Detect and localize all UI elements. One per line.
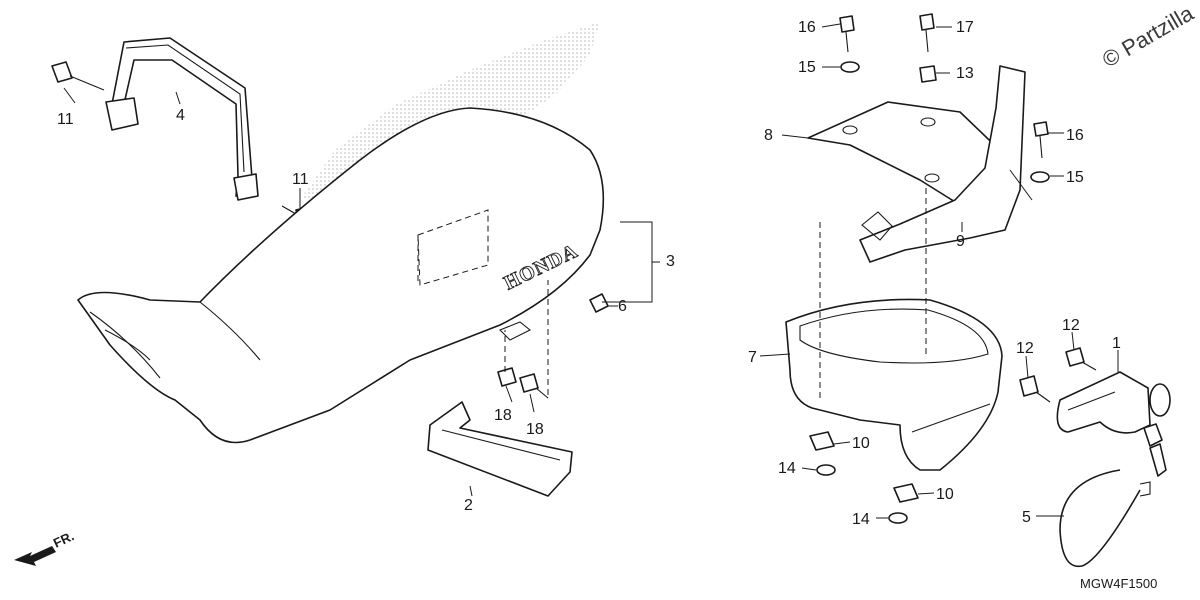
callout-2: 2	[464, 497, 473, 514]
washer-15-top[interactable]	[840, 61, 860, 73]
callout-12-right: 12	[1062, 317, 1080, 334]
washer-15-right[interactable]	[1030, 171, 1050, 183]
key	[1143, 423, 1163, 447]
callout-11-left: 11	[57, 111, 74, 128]
seat-bracket[interactable]	[427, 401, 573, 497]
nut-10-upper[interactable]	[809, 431, 835, 451]
watermark: © Partzilla	[1098, 0, 1198, 72]
bolt-18-right[interactable]	[519, 280, 549, 399]
plate-hole	[920, 117, 936, 127]
key	[1149, 443, 1167, 477]
front-direction-label: FR.	[51, 528, 76, 550]
seat-bag[interactable]	[785, 188, 1003, 471]
callout-15-top: 15	[798, 59, 816, 76]
nut-10-lower[interactable]	[893, 483, 919, 503]
callout-6: 6	[618, 298, 627, 315]
callout-3: 3	[666, 253, 675, 270]
seat[interactable]	[77, 107, 605, 444]
bolt-16-top[interactable]	[839, 15, 855, 53]
callout-18-left: 18	[494, 407, 512, 424]
diagram-code: MGW4F1500	[1080, 576, 1157, 591]
callout-12-left: 12	[1016, 340, 1034, 357]
callout-13: 13	[956, 65, 974, 82]
lock-knob	[1149, 383, 1171, 417]
bolt-11-left[interactable]	[51, 61, 105, 91]
bolt-12-left[interactable]	[1019, 375, 1051, 403]
callout-1: 1	[1112, 335, 1121, 352]
bolt-18-left[interactable]	[497, 330, 517, 387]
strap[interactable]	[859, 65, 1026, 263]
bolt-12-right[interactable]	[1065, 347, 1097, 371]
bolt-17[interactable]	[919, 13, 935, 53]
callout-17: 17	[956, 19, 974, 36]
grab-rail[interactable]	[105, 37, 259, 201]
callout-7: 7	[748, 349, 757, 366]
callout-14-lower: 14	[852, 511, 870, 528]
bolt-16-right[interactable]	[1033, 121, 1049, 159]
front-direction-arrow	[14, 546, 56, 566]
callout-10-lower: 10	[936, 486, 954, 503]
callout-5: 5	[1022, 509, 1031, 526]
helmet-lock[interactable]	[1056, 371, 1171, 477]
callout-16-top: 16	[798, 19, 816, 36]
lock-cable[interactable]	[1059, 469, 1151, 568]
callout-11-right: 11	[292, 171, 309, 188]
callout-9: 9	[956, 233, 965, 250]
collar-6[interactable]	[589, 293, 609, 313]
grommet-14-upper[interactable]	[816, 464, 836, 476]
callout-15-right: 15	[1066, 169, 1084, 186]
grommet-13[interactable]	[919, 65, 937, 83]
callout-10-upper: 10	[852, 435, 870, 452]
callout-16-right: 16	[1066, 127, 1084, 144]
callout-14-upper: 14	[778, 460, 796, 477]
callout-18-right: 18	[526, 421, 544, 438]
plate-hole	[924, 173, 940, 183]
grommet-14-lower[interactable]	[888, 512, 908, 524]
plate-hole	[842, 125, 858, 135]
callout-4: 4	[176, 107, 185, 124]
callout-8: 8	[764, 127, 773, 144]
